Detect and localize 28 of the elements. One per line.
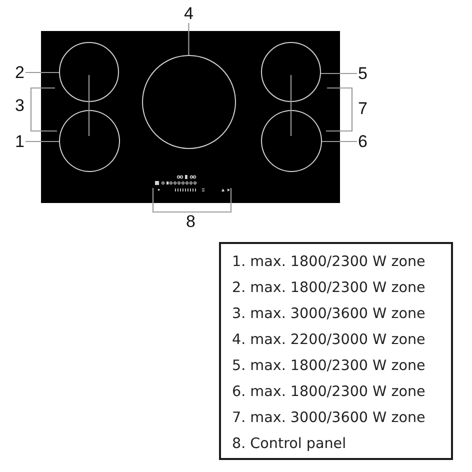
callout-number: 7 <box>358 100 368 117</box>
cooktop <box>41 31 340 203</box>
leader-line <box>26 72 59 74</box>
callout-number: 1 <box>15 133 24 150</box>
cooking-zone <box>59 42 119 102</box>
cooking-zone <box>59 110 120 172</box>
key-entry: 7. max. 3000/3600 W zone <box>232 409 426 428</box>
key-entry: 3. max. 3000/3600 W zone <box>232 305 426 324</box>
cooking-zone <box>261 110 322 172</box>
leader-line <box>26 140 59 142</box>
callout-number: 8 <box>186 213 196 230</box>
callout-number: 5 <box>358 65 368 82</box>
key-box <box>219 242 453 460</box>
leader-line <box>322 140 357 142</box>
callout-number: 4 <box>184 5 194 22</box>
key-entry: 5. max. 1800/2300 W zone <box>232 357 426 376</box>
key-entry: 6. max. 1800/2300 W zone <box>232 383 426 402</box>
callout-number: 3 <box>15 97 24 114</box>
callout-number: 6 <box>358 133 368 150</box>
key-entry: 8. Control panel <box>232 435 348 454</box>
leader-line <box>188 23 190 55</box>
leader-line <box>321 72 357 74</box>
key-entry: 1. max. 1800/2300 W zone <box>232 253 426 272</box>
cooking-zone <box>142 55 236 149</box>
key-entry: 2. max. 1800/2300 W zone <box>232 279 426 298</box>
cooking-zone <box>261 42 321 102</box>
callout-number: 2 <box>15 64 24 81</box>
key-entry: 4. max. 2200/3000 W zone <box>232 331 426 350</box>
